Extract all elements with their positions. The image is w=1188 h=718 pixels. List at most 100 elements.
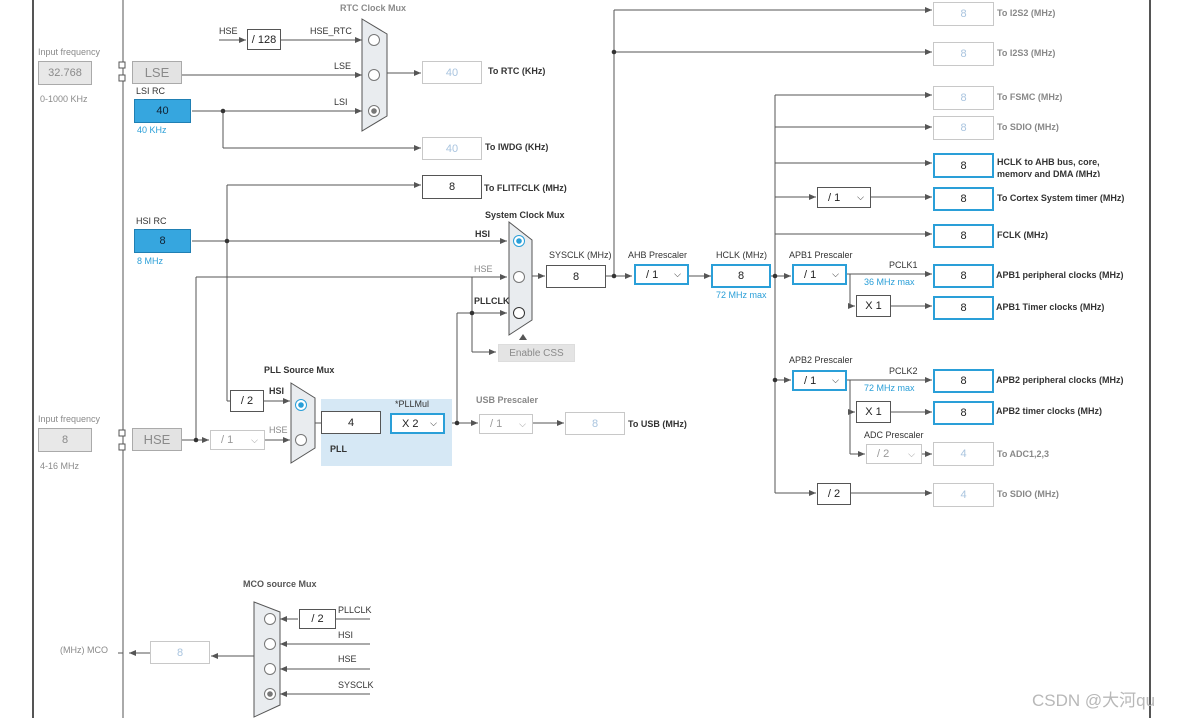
fclk-output-label: FCLK (MHz) [997,230,1048,240]
usb-output-value[interactable]: 8 [565,412,625,435]
adc-output-label: To ADC1,2,3 [997,449,1050,459]
hclk-ahb-output-label: HCLK to AHB bus, core, [997,157,1100,167]
hclk-max: 72 MHz max [716,290,767,300]
cortex-timer-output-label: To Cortex System timer (MHz) [997,193,1125,203]
mco-in-pllclk-label: PLLCLK [338,605,372,615]
hse-input-frequency-label: Input frequency [38,414,101,424]
hclk-label: HCLK (MHz) [716,250,767,260]
iwdg-output-value[interactable]: 40 [422,137,482,160]
sdio2-output-value[interactable]: 4 [933,483,994,507]
hclk-value[interactable]: 8 [711,264,771,288]
lsi-rc-label: LSI RC [136,86,166,96]
apb1-timer-multiplier: X 1 [856,295,891,317]
hsi-rc-value: 8 [134,229,191,253]
apb1-prescaler-value: / 1 [804,268,817,281]
flitfclk-output-label: To FLITFCLK (MHz) [484,183,567,193]
hsi-pll-divider: / 2 [230,390,264,412]
mco-output-value[interactable]: 8 [150,641,210,664]
sys-mux-in-hse-label: HSE [474,264,493,274]
apb1-timer-output-value[interactable]: 8 [933,296,994,320]
rtc-output-label: To RTC (KHz) [488,66,546,76]
sdio-output-value[interactable]: 8 [933,116,994,140]
sys-mux-in-hsi-label: HSI [475,229,491,239]
hse-input-frequency[interactable]: 8 [38,428,92,452]
hse-prediv-select[interactable]: / 1⌵ [210,430,265,450]
mco-source-mux [253,601,281,718]
pll-mul-label: *PLLMul [395,399,430,409]
hse-oscillator[interactable]: HSE [132,428,182,451]
system-clock-mux-title: System Clock Mux [485,210,565,220]
sdio-divider: / 2 [817,483,851,505]
ahb-prescaler-label: AHB Prescaler [628,250,688,260]
apb2-peripheral-output-value[interactable]: 8 [933,369,994,393]
rtc-in-lsi-label: LSI [334,97,348,107]
apb2-peripheral-output-label: APB2 peripheral clocks (MHz) [996,375,1124,385]
pll-source-mux [290,382,316,464]
apb1-peripheral-output-value[interactable]: 8 [933,264,994,288]
chevron-down-icon: ⌵ [251,434,258,445]
enable-css-button[interactable]: Enable CSS [498,344,575,362]
pll-mul-value: X 2 [402,417,419,430]
flitfclk-output-value[interactable]: 8 [422,175,482,199]
pll-mul-select[interactable]: X 2 ⌵ [390,413,445,434]
apb2-prescaler-select[interactable]: / 1⌵ [792,370,847,391]
hsi-frequency: 8 MHz [137,256,164,266]
mco-in-hsi-label: HSI [338,630,354,640]
sysclk-value[interactable]: 8 [546,265,606,288]
chevron-down-icon: ⌵ [674,269,681,279]
cortex-timer-output-value[interactable]: 8 [933,187,994,211]
apb2-timer-output-label: APB2 timer clocks (MHz) [996,406,1103,416]
ahb-prescaler-select[interactable]: / 1⌵ [634,264,689,285]
apb2-timer-output-value[interactable]: 8 [933,401,994,425]
adc-prescaler-value: / 2 [877,448,890,460]
chevron-down-icon: ⌵ [430,418,437,428]
apb1-prescaler-label: APB1 Prescaler [789,250,853,260]
adc-output-value[interactable]: 4 [933,442,994,466]
sys-mux-in-pllclk-label: PLLCLK [474,296,510,306]
rtc-in-lse-label: LSE [334,61,352,71]
mco-in-hse-label: HSE [338,654,357,664]
pclk1-label: PCLK1 [889,260,918,270]
hclk-ahb-output-label-2: memory and DMA (MHz) [997,169,1101,177]
rtc-mux-title: RTC Clock Mux [340,3,407,13]
lse-input-frequency[interactable]: 32.768 [38,61,92,85]
chevron-down-icon: ⌵ [832,375,839,385]
mco-pllclk-divider: / 2 [299,609,336,629]
hsi-rc-label: HSI RC [136,216,167,226]
rtc-in-hse-rtc-label: HSE_RTC [310,26,352,36]
fclk-output-value[interactable]: 8 [933,224,994,248]
i2s2-output-value[interactable]: 8 [933,2,994,26]
usb-prescaler-label: USB Prescaler [476,395,539,405]
cortex-timer-divider-select[interactable]: / 1 ⌵ [817,187,871,208]
iwdg-output-label: To IWDG (KHz) [485,142,549,152]
fsmc-output-label: To FSMC (MHz) [997,92,1063,102]
chevron-down-icon: ⌵ [832,269,839,279]
usb-prescaler-value: / 1 [490,418,503,430]
fsmc-output-value[interactable]: 8 [933,86,994,110]
adc-prescaler-select[interactable]: / 2⌵ [866,444,922,464]
lse-input-frequency-label: Input frequency [38,47,101,57]
pll-mux-in-hse-label: HSE [269,425,288,435]
sdio-output-label: To SDIO (MHz) [997,122,1059,132]
usb-output-label: To USB (MHz) [628,419,687,429]
pll-input-value[interactable]: 4 [321,411,381,434]
pclk2-label: PCLK2 [889,366,918,376]
cortex-timer-divider-value: / 1 [828,191,841,204]
lse-oscillator[interactable]: LSE [132,61,182,84]
chevron-down-icon: ⌵ [857,192,864,202]
pll-source-mux-title: PLL Source Mux [264,365,335,375]
i2s3-output-value[interactable]: 8 [933,42,994,66]
rtc-in-hse-label: HSE [219,26,238,36]
lsi-rc-value: 40 [134,99,191,123]
rtc-output-value[interactable]: 40 [422,61,482,84]
pll-mux-in-hsi-label: HSI [269,386,285,396]
hclk-ahb-output-value[interactable]: 8 [933,153,994,178]
apb1-prescaler-select[interactable]: / 1 ⌵ [792,264,847,285]
i2s3-output-label: To I2S3 (MHz) [997,48,1056,58]
usb-prescaler-select[interactable]: / 1⌵ [479,414,533,434]
lse-range-label: 0-1000 KHz [40,94,88,104]
i2s2-output-label: To I2S2 (MHz) [997,8,1056,18]
apb1-timer-output-label: APB1 Timer clocks (MHz) [996,302,1105,312]
sdio2-output-label: To SDIO (MHz) [997,489,1059,499]
